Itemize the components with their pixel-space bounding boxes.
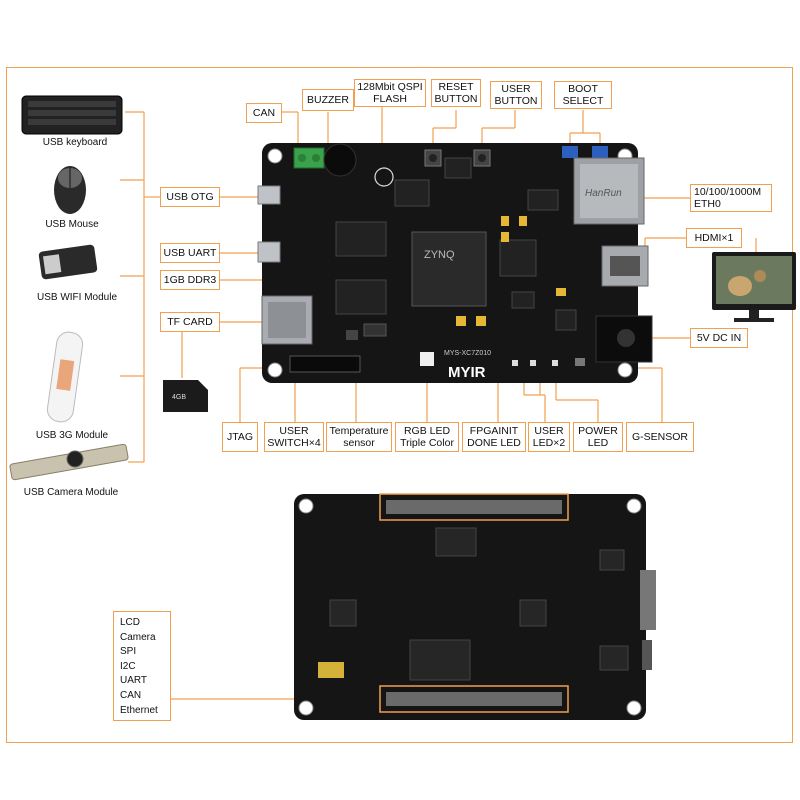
- label-tf-card: TF CARD: [160, 312, 220, 332]
- eth-jack-brand: HanRun: [585, 188, 622, 199]
- interface-item: CAN: [120, 689, 142, 701]
- interface-item: I2C: [120, 660, 136, 672]
- wifi-dongle-icon: [38, 244, 98, 280]
- label-jtag: JTAG: [222, 422, 258, 452]
- board-brand: MYIR: [448, 364, 486, 381]
- label-dc-in: 5V DC IN: [690, 328, 748, 348]
- interface-item: Camera: [120, 631, 156, 643]
- keyboard-icon: [21, 95, 123, 135]
- interface-list: LCD Camera SPI I2C UART CAN Ethernet: [113, 611, 171, 721]
- 3g-dongle-icon: [46, 331, 84, 423]
- camera-module-icon: [9, 443, 129, 481]
- sd-card-icon: 4GB: [163, 380, 208, 412]
- label-g-sensor: G-SENSOR: [626, 422, 694, 452]
- top-board: ZYNQ HanRun: [257, 143, 653, 383]
- mouse-icon: [54, 166, 86, 214]
- interface-item: SPI: [120, 646, 137, 658]
- caption-usb-camera: USB Camera Module: [23, 487, 119, 498]
- interface-item: Ethernet: [120, 704, 158, 716]
- label-buzzer: BUZZER: [302, 89, 354, 111]
- caption-usb-wifi: USB WIFI Module: [36, 292, 118, 303]
- sd-card-capacity: 4GB: [172, 394, 186, 401]
- label-can: CAN: [246, 103, 282, 123]
- monitor-icon: [712, 252, 796, 322]
- label-usb-uart: USB UART: [160, 243, 220, 263]
- interface-item: LCD: [120, 617, 141, 628]
- caption-usb-keyboard: USB keyboard: [42, 137, 108, 148]
- bottom-board: [294, 493, 656, 720]
- board-model: MYS-XC7Z010: [444, 350, 491, 357]
- label-ddr3: 1GB DDR3: [160, 270, 220, 290]
- label-hdmi: HDMI×1: [686, 228, 742, 248]
- caption-usb-3g: USB 3G Module: [35, 430, 109, 441]
- label-usb-otg: USB OTG: [160, 187, 220, 207]
- diagram-frame: [6, 67, 793, 743]
- caption-usb-mouse: USB Mouse: [45, 219, 99, 230]
- interface-item: UART: [120, 675, 148, 687]
- soc-chip-label: ZYNQ: [424, 249, 455, 261]
